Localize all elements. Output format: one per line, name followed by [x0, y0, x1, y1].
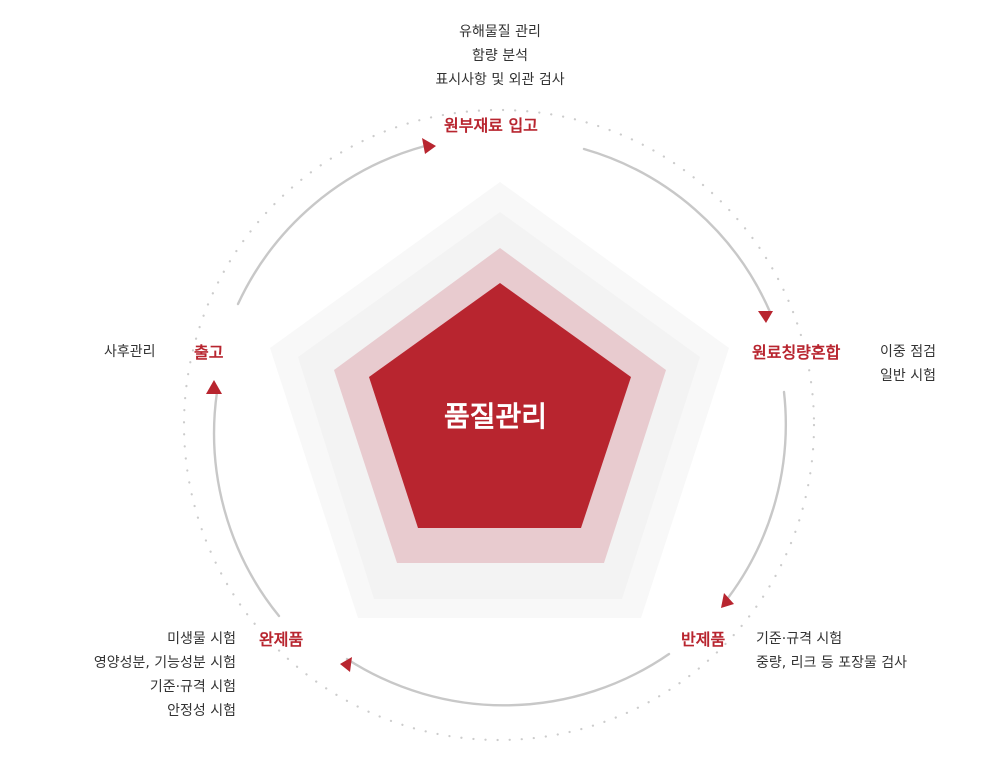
semi-finished-details: 기준·규격 시험 중량, 리크 등 포장물 검사 — [756, 627, 907, 675]
detail-line: 유해물질 관리 — [459, 24, 541, 40]
detail-line: 중량, 리크 등 포장물 검사 — [756, 655, 908, 671]
stage-label-weighing: 원료칭량혼합 — [752, 343, 841, 362]
center-title: 품질관리 — [444, 400, 548, 433]
stage-label-semi-finished: 반제품 — [681, 630, 726, 649]
arrow-head-weighing — [758, 311, 773, 323]
dotted-ring — [182, 108, 816, 742]
shipping-details: 사후관리 — [104, 340, 156, 364]
detail-line: 미생물 시험 — [167, 631, 236, 647]
detail-line: 이중 점검 — [880, 344, 936, 360]
arc-raw-to-weighing — [582, 147, 772, 314]
arc-semi-to-finished — [345, 652, 671, 707]
finished-details: 미생물 시험 영양성분, 기능성분 시험 기준·규격 시험 안정성 시험 — [30, 627, 236, 723]
stage-label-raw-material: 원부재료 입고 — [444, 116, 538, 135]
detail-line: 표시사항 및 외관 검사 — [435, 72, 565, 88]
detail-line: 영양성분, 기능성분 시험 — [93, 655, 236, 671]
detail-line: 기준·규격 시험 — [149, 679, 236, 695]
detail-line: 사후관리 — [104, 344, 156, 360]
stage-label-shipping: 출고 — [194, 343, 224, 362]
detail-line: 기준·규격 시험 — [756, 631, 843, 647]
pentagon-core — [369, 283, 631, 528]
arc-weighing-to-semi — [726, 390, 787, 600]
weighing-details: 이중 점검 일반 시험 — [880, 340, 936, 388]
detail-line: 함량 분석 — [472, 48, 528, 64]
raw-material-details: 유해물질 관리 함량 분석 표시사항 및 외관 검사 — [395, 20, 605, 92]
stage-label-finished: 완제품 — [259, 630, 304, 649]
arc-finished-to-shipping — [212, 390, 281, 618]
detail-line: 일반 시험 — [880, 368, 936, 384]
arrow-head-shipping — [206, 380, 222, 394]
arrow-head-semi — [721, 593, 734, 608]
arrow-head-finished — [340, 657, 352, 672]
arc-shipping-to-raw — [236, 144, 427, 306]
arrow-head-raw — [422, 138, 436, 154]
detail-line: 안정성 시험 — [167, 703, 236, 719]
